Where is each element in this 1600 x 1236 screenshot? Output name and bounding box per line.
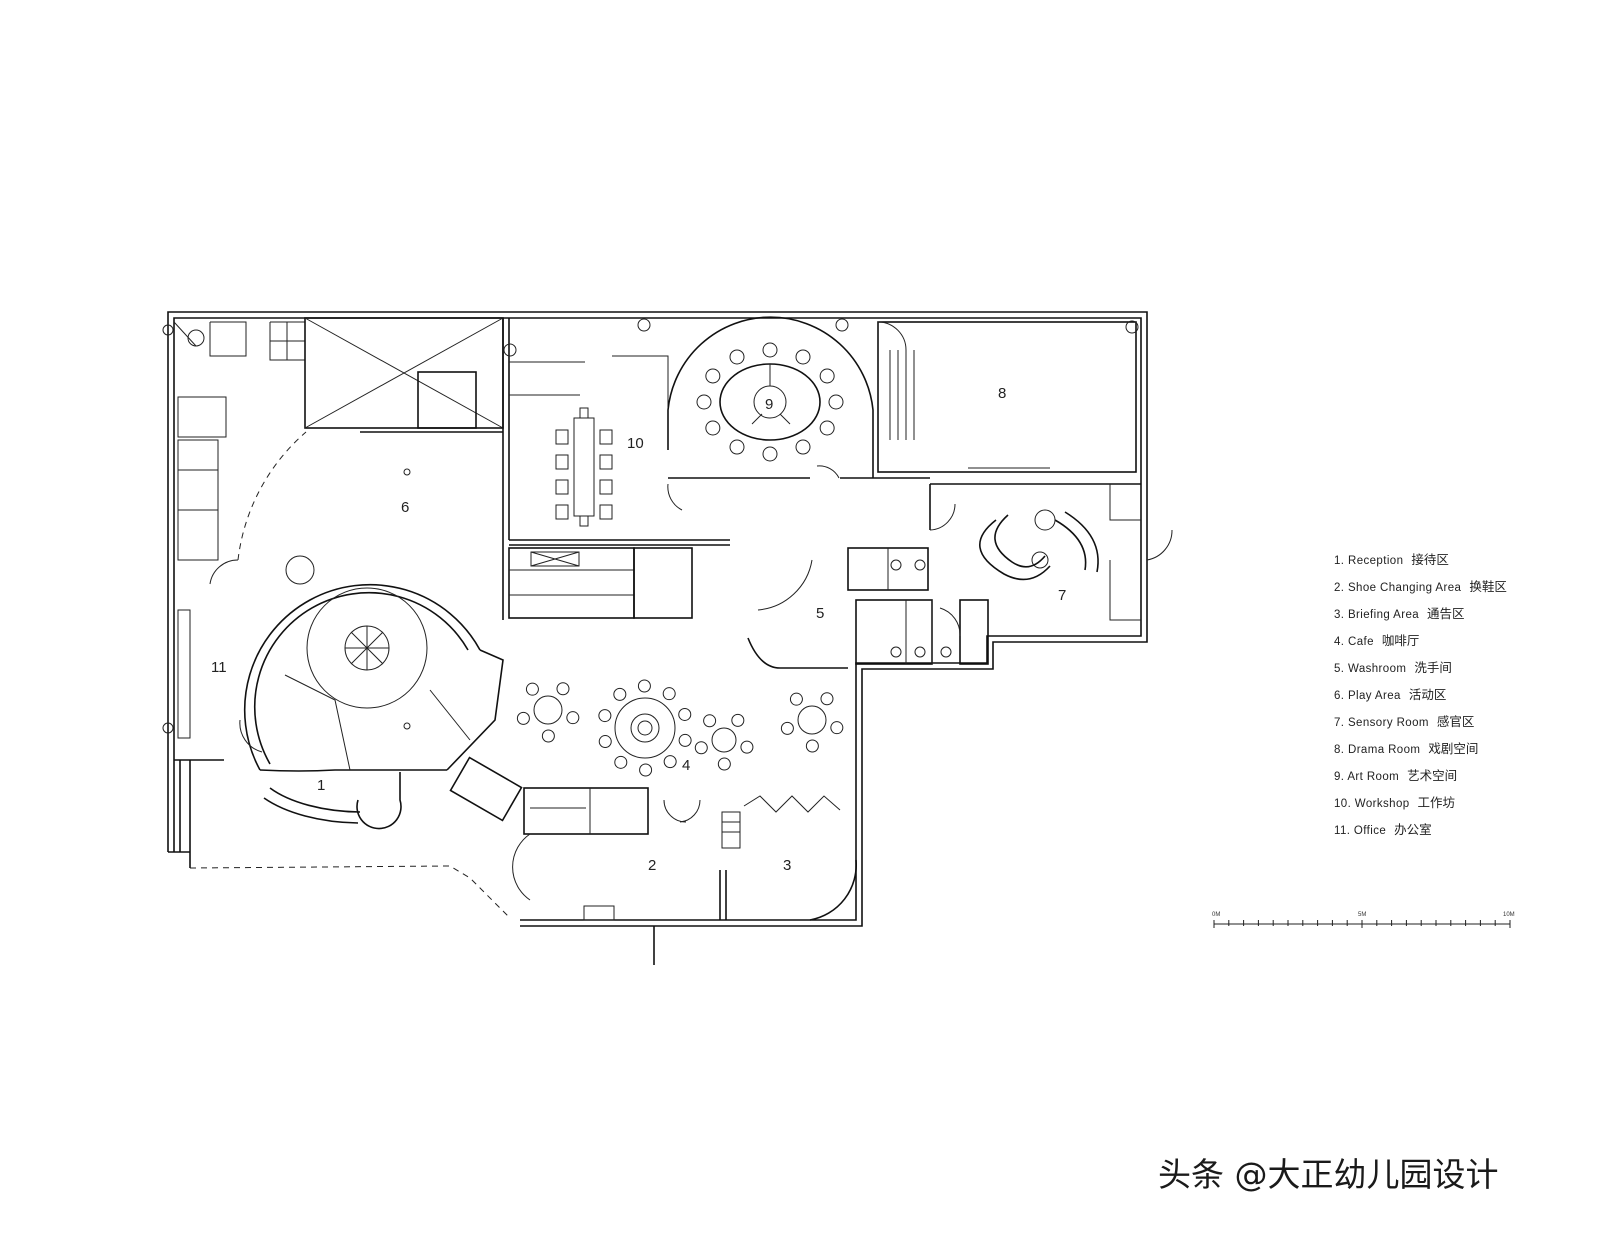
chair bbox=[599, 429, 613, 445]
cafe-chair bbox=[566, 711, 580, 725]
room-number-2: 2 bbox=[648, 857, 656, 874]
cafe-chair bbox=[525, 682, 539, 696]
workshop-table bbox=[573, 407, 595, 527]
washroom-toilets bbox=[890, 559, 952, 658]
cafe-chair bbox=[740, 740, 754, 754]
toilet bbox=[890, 559, 902, 571]
chair bbox=[762, 446, 778, 462]
chair bbox=[762, 342, 778, 358]
cafe-chair bbox=[662, 687, 676, 701]
chair bbox=[729, 349, 745, 365]
art-room-table bbox=[719, 363, 821, 441]
room-number-5: 5 bbox=[816, 605, 824, 622]
interior-walls bbox=[174, 316, 1141, 921]
room-number-3: 3 bbox=[783, 857, 791, 874]
chair bbox=[795, 349, 811, 365]
cafe-chair bbox=[780, 721, 794, 735]
cafe-chair bbox=[789, 692, 803, 706]
cafe-tree-planter bbox=[630, 713, 660, 743]
cafe-chair bbox=[717, 757, 731, 771]
cafe-chair bbox=[598, 709, 612, 723]
toilet bbox=[914, 646, 926, 658]
cafe-chair bbox=[614, 755, 628, 769]
chair bbox=[696, 394, 712, 410]
room-number-9: 9 bbox=[765, 396, 773, 413]
cafe-chair bbox=[637, 679, 651, 693]
cafe-table bbox=[797, 705, 827, 735]
cafe-chair bbox=[541, 729, 555, 743]
cafe-table bbox=[533, 695, 563, 725]
scale-label-0: 0M bbox=[1212, 912, 1220, 918]
cafe-chair bbox=[663, 755, 677, 769]
chair bbox=[729, 439, 745, 455]
scale-label-10: 10M bbox=[1503, 912, 1515, 918]
cafe-table bbox=[711, 727, 737, 753]
chair bbox=[599, 504, 613, 520]
chair bbox=[555, 454, 569, 470]
toilet bbox=[890, 646, 902, 658]
cafe-chair bbox=[830, 721, 844, 735]
toilet bbox=[940, 646, 952, 658]
scale-bar: 0M 5M 10M bbox=[1212, 912, 1515, 928]
door-swings bbox=[162, 318, 1173, 823]
chair bbox=[705, 368, 721, 384]
spiral-stair bbox=[345, 626, 389, 670]
cafe-chair bbox=[598, 735, 612, 749]
room-number-11: 11 bbox=[211, 659, 227, 676]
room-number-6: 6 bbox=[401, 499, 409, 516]
scale-label-5: 5M bbox=[1358, 912, 1366, 918]
cafe-chair bbox=[731, 713, 745, 727]
cafe-table bbox=[614, 697, 676, 759]
chair bbox=[599, 454, 613, 470]
sensory-seating bbox=[979, 509, 1099, 581]
watermark: 头条 @大正幼儿园设计 bbox=[1158, 1155, 1499, 1194]
chair bbox=[555, 429, 569, 445]
art-room-chairs bbox=[696, 342, 844, 462]
workshop-chairs bbox=[555, 429, 613, 520]
room-number-10: 10 bbox=[627, 435, 644, 452]
room-number-1: 1 bbox=[317, 777, 325, 794]
chair bbox=[828, 394, 844, 410]
chair bbox=[555, 504, 569, 520]
cafe-tables bbox=[516, 679, 844, 777]
chair bbox=[819, 420, 835, 436]
chair bbox=[705, 420, 721, 436]
room-number-4: 4 bbox=[682, 757, 690, 774]
cafe-chair bbox=[678, 733, 692, 747]
cafe-chair bbox=[639, 763, 653, 777]
chair bbox=[819, 368, 835, 384]
toilet bbox=[914, 559, 926, 571]
cafe-chair bbox=[516, 711, 530, 725]
chair bbox=[555, 479, 569, 495]
chair bbox=[599, 479, 613, 495]
chair bbox=[795, 439, 811, 455]
cafe-chair bbox=[703, 714, 717, 728]
room-number-7: 7 bbox=[1058, 587, 1066, 604]
cafe-chair bbox=[613, 687, 627, 701]
cafe-chair bbox=[820, 692, 834, 706]
play-area-circle bbox=[237, 431, 504, 830]
exterior-walls bbox=[167, 311, 1148, 965]
cafe-chair bbox=[678, 707, 692, 721]
cafe-chair bbox=[694, 741, 708, 755]
room-number-8: 8 bbox=[998, 385, 1006, 402]
cafe-chair bbox=[556, 682, 570, 696]
cafe-chair bbox=[805, 739, 819, 753]
